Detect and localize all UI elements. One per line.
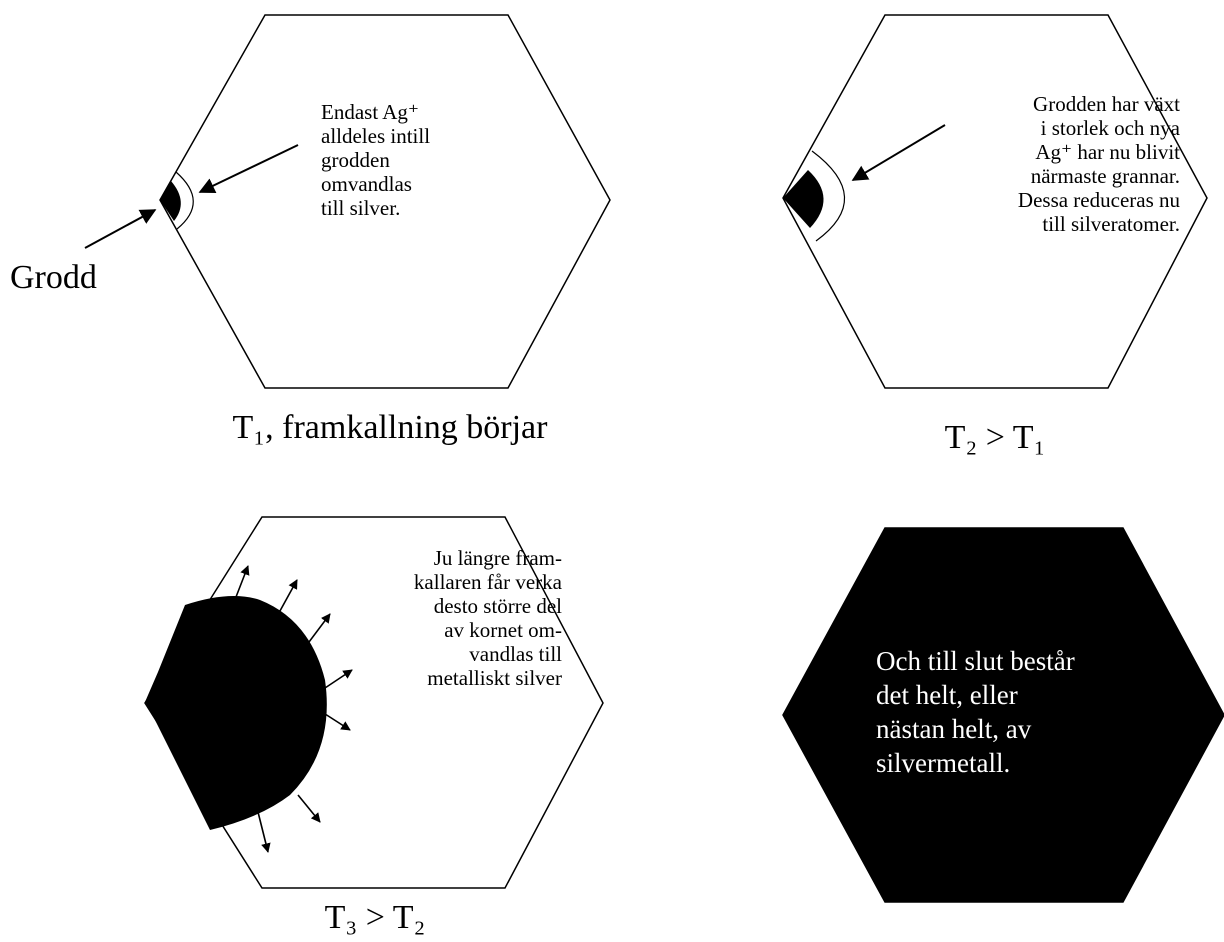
caption-panel-2: T₂ > T₁ — [944, 419, 1046, 456]
note-line: kallaren får verka — [413, 570, 562, 594]
reduction-zone-arc-1 — [175, 171, 194, 230]
note-line: Dessa reduceras nu — [1017, 188, 1180, 212]
caption-panel-3: T₃ > T₂ — [324, 899, 426, 936]
silver-growth-3 — [145, 596, 327, 830]
note-panel-1: Endast Ag⁺ alldeles intill grodden omvan… — [321, 100, 430, 220]
note-line: till silveratomer. — [1042, 212, 1180, 236]
grain-hexagon-3 — [144, 516, 604, 889]
note-line: omvandlas — [321, 172, 412, 196]
note-line: till silver. — [321, 196, 401, 220]
note-line: Och till slut består — [876, 646, 1075, 676]
note-line: det helt, eller — [876, 680, 1018, 710]
note-line: vandlas till — [469, 642, 562, 666]
silver-nucleus-2 — [783, 170, 824, 228]
note-line: närmaste grannar. — [1030, 164, 1180, 188]
note-line: nästan helt, av — [876, 714, 1032, 744]
note-line: desto större del — [433, 594, 562, 618]
caption-panel-1: T₁, framkallning börjar — [232, 409, 548, 446]
note-line: Ju längre fram- — [433, 546, 562, 570]
note-panel-2: Grodden har växt i storlek och nya Ag⁺ h… — [940, 92, 1180, 236]
nucleus-label: Grodd — [10, 259, 97, 296]
note-panel-4: Och till slut består det helt, eller näs… — [876, 644, 1075, 780]
note-line: Grodden har växt — [1033, 92, 1180, 116]
note-line: av kornet om- — [444, 618, 562, 642]
note-line: alldeles intill — [321, 124, 431, 148]
note-line: metalliskt silver — [427, 666, 562, 690]
note-line: Endast Ag⁺ — [321, 100, 419, 124]
note-panel-3: Ju längre fram- kallaren får verka desto… — [300, 546, 562, 690]
note-arrow-2 — [851, 124, 946, 181]
grodd-arrow — [84, 209, 157, 249]
note-arrow-1 — [198, 144, 299, 193]
grain-hexagon-4-solid — [782, 527, 1224, 903]
note-line: grodden — [321, 148, 390, 172]
note-line: silvermetall. — [876, 748, 1011, 778]
note-line: i storlek och nya — [1040, 116, 1180, 140]
note-line: Ag⁺ har nu blivit — [1035, 140, 1180, 164]
silver-nucleus-1 — [160, 181, 181, 221]
growth-arrows-3 — [235, 565, 353, 853]
reduction-zone-arc-2 — [811, 150, 846, 242]
